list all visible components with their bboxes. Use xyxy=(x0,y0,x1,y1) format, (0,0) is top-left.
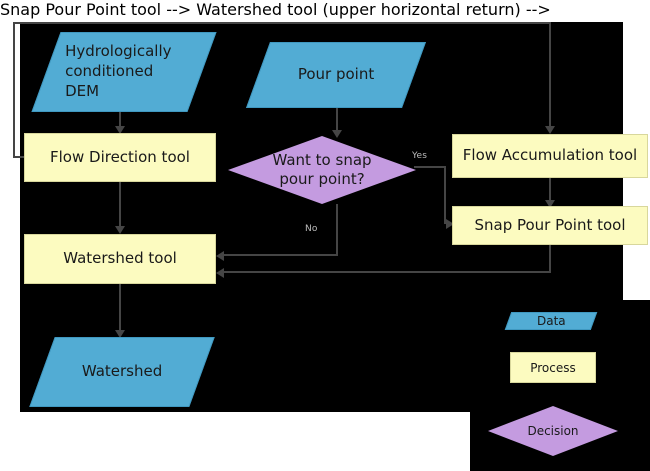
node-label-snap-pour-point-tool: Snap Pour Point tool xyxy=(474,215,626,234)
connector-decision-no-horizontal xyxy=(222,254,338,256)
connector-flowdir-to-watershedtool xyxy=(119,182,121,232)
node-flow-accumulation-tool[interactable]: Flow Accumulation tool xyxy=(452,134,648,178)
legend-label-data: Data xyxy=(536,314,566,328)
connector-snappour-to-watershedtool-vertical xyxy=(549,245,551,273)
node-label-pour-point: Pour point xyxy=(297,65,375,84)
connector-flowdir-to-flowaccum-vertical-left xyxy=(13,22,15,158)
connector-decision-no-vertical xyxy=(336,204,338,256)
connector-snappour-to-watershedtool-horizontal xyxy=(222,271,551,273)
connector-flowdir-stub xyxy=(13,156,25,158)
node-hydrologically-conditioned-dem[interactable]: Hydrologically conditioned DEM xyxy=(31,32,217,112)
arrowhead-into-flow-direction xyxy=(115,126,125,134)
node-snap-pour-point-tool[interactable]: Snap Pour Point tool xyxy=(452,206,648,245)
node-watershed[interactable]: Watershed xyxy=(29,337,215,407)
arrowhead-snappour-into-watershed-tool xyxy=(216,268,224,278)
branch-label-no: No xyxy=(305,224,318,234)
connector-dem-to-flowdir xyxy=(119,112,121,132)
arrowhead-flowaccum-into-snappour xyxy=(545,200,555,208)
node-label-flow-direction-tool: Flow Direction tool xyxy=(50,147,190,166)
connector-flowaccum-to-snappour xyxy=(549,178,551,206)
legend-item-data: Data xyxy=(504,312,598,330)
legend-label-process: Process xyxy=(530,360,576,375)
arrowhead-into-decision xyxy=(332,130,342,138)
node-label-watershed: Watershed xyxy=(81,362,163,381)
connector-watershedtool-to-watershed xyxy=(119,284,121,336)
arrowhead-into-flow-accumulation xyxy=(545,126,555,134)
branch-label-yes: Yes xyxy=(412,151,428,161)
arrowhead-into-snap-pour-point xyxy=(446,219,454,229)
node-flow-direction-tool[interactable]: Flow Direction tool xyxy=(24,133,216,182)
node-label-flow-accumulation-tool: Flow Accumulation tool xyxy=(462,146,638,165)
node-label-decision: Want to snap pour point? xyxy=(272,150,372,189)
arrowhead-no-into-watershed-tool xyxy=(216,251,224,261)
connector-flowdir-to-flowaccum-horizontal-top xyxy=(13,22,551,24)
connector-decision-yes-vertical xyxy=(444,166,446,224)
node-decision-want-to-snap-pour-point[interactable]: Want to snap pour point? xyxy=(228,136,416,204)
connector-flowdir-to-flowaccum-vertical-right xyxy=(549,22,551,132)
legend-item-process: Process xyxy=(510,352,596,383)
arrowhead-into-watershed-tool xyxy=(115,226,125,234)
arrowhead-into-watershed xyxy=(115,330,125,338)
node-pour-point[interactable]: Pour point xyxy=(245,42,427,108)
node-label-hydrologically-conditioned-dem: Hydrologically conditioned DEM xyxy=(65,42,172,100)
connector-decision-yes-horizontal xyxy=(414,166,446,168)
node-label-watershed-tool: Watershed tool xyxy=(63,249,177,268)
legend-label-decision: Decision xyxy=(527,424,579,438)
connector-pourpoint-to-decision xyxy=(336,108,338,136)
node-watershed-tool[interactable]: Watershed tool xyxy=(24,234,216,284)
legend-item-decision: Decision xyxy=(488,406,618,456)
